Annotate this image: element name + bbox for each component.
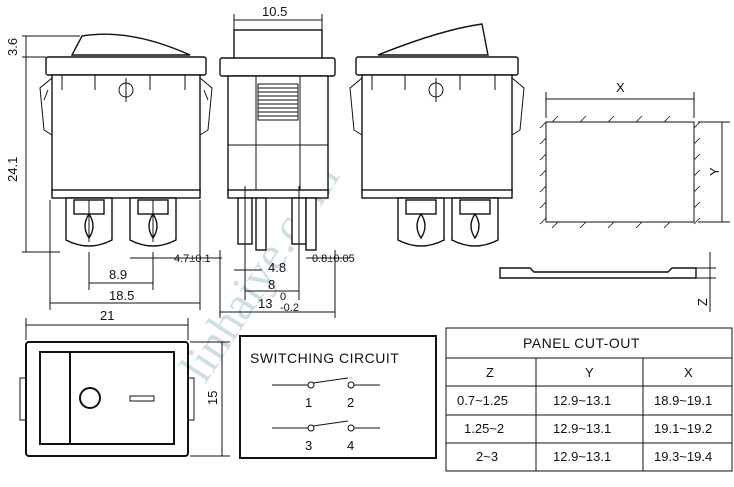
- switch-end-view-center: [219, 29, 336, 252]
- table-cell: 2~3: [476, 449, 498, 464]
- dim-body-height: 24.1: [5, 157, 20, 182]
- switch-side-view-right: [349, 23, 525, 247]
- circuit-terminal-2: 2: [347, 395, 354, 410]
- table-cell: 1.25~2: [464, 421, 504, 436]
- table-cell: 19.1~19.2: [654, 421, 712, 436]
- table-header-y: Y: [585, 365, 594, 380]
- switch-side-view-left: [39, 33, 213, 247]
- table-cell: 12.9~13.1: [553, 393, 611, 408]
- switch-front-view: [19, 341, 195, 457]
- panel-cutout-table: PANEL CUT-OUT Z Y X 0.7~1.25 12.9~13.1 1…: [445, 327, 733, 472]
- table-header-x: X: [684, 365, 693, 380]
- panel-hatching: [539, 115, 701, 229]
- table-cell: 19.3~19.4: [654, 449, 712, 464]
- circuit-terminal-4: 4: [347, 438, 354, 453]
- dim-side-depth: 13: [258, 296, 272, 311]
- table-header-z: Z: [486, 365, 494, 380]
- dim-overall-terminal-span: 18.5: [109, 288, 134, 303]
- dim-side-depth-tol-upper: 0: [280, 291, 286, 303]
- dimension-lines-front: [25, 318, 230, 457]
- dim-top-width: 10.5: [262, 4, 287, 19]
- panel-cutout-drawing: [499, 92, 730, 312]
- circuit-terminal-1: 1: [305, 395, 312, 410]
- dim-panel-z: Z: [695, 298, 710, 306]
- switching-circuit-panel: SWITCHING CIRCUIT 1 2 3 4: [239, 335, 437, 459]
- dim-terminal-width: 4.7±0.1: [174, 253, 211, 265]
- table-cell: 12.9~13.1: [553, 449, 611, 464]
- dim-actuator-height: 3.6: [5, 38, 20, 56]
- table-cell: 0.7~1.25: [457, 393, 508, 408]
- dim-panel-x: X: [616, 80, 625, 95]
- dim-side-terminal-width: 4.8: [268, 260, 286, 275]
- dim-front-height: 15: [205, 391, 220, 405]
- dim-side-terminal-thickness: 0.8±0.05: [312, 253, 355, 265]
- table-cell: 18.9~19.1: [654, 393, 712, 408]
- rib-pattern: [257, 83, 299, 121]
- panel-cutout-title: PANEL CUT-OUT: [523, 335, 640, 351]
- switching-circuit-title: SWITCHING CIRCUIT: [250, 350, 399, 366]
- dim-front-width: 21: [100, 308, 114, 323]
- table-cell: 12.9~13.1: [553, 421, 611, 436]
- dimension-lines-left: [22, 35, 222, 310]
- dim-terminal-spacing: 8.9: [109, 267, 127, 282]
- dimension-lines-center: [219, 14, 350, 318]
- dim-panel-y: Y: [707, 167, 722, 176]
- dim-side-terminal-pitch: 8: [268, 277, 275, 292]
- circuit-terminal-3: 3: [305, 438, 312, 453]
- dim-side-depth-tol-lower: -0.2: [280, 302, 299, 314]
